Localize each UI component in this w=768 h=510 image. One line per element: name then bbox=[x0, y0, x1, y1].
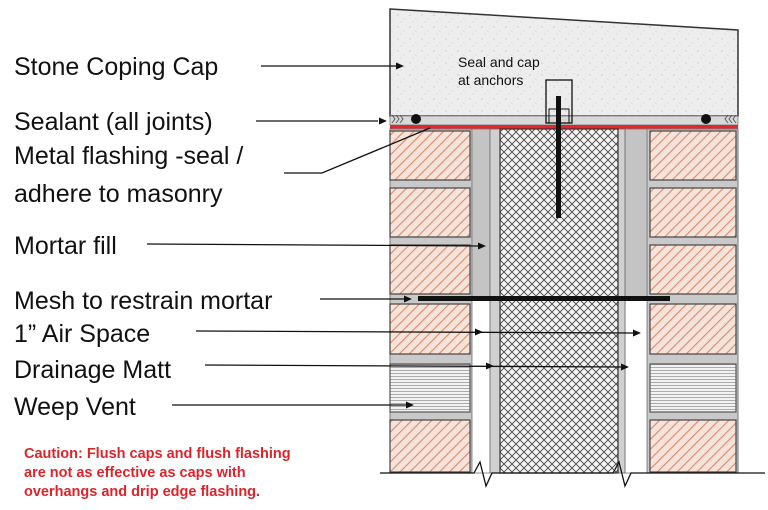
sealant-bead-left bbox=[411, 114, 421, 124]
weep-vent-left bbox=[389, 363, 471, 413]
stone-coping-cap bbox=[389, 8, 739, 117]
air-space-right bbox=[624, 299, 648, 474]
arrow-sealant bbox=[379, 117, 387, 125]
label-flashing-line2: adhere to masonry bbox=[14, 180, 223, 208]
weep-vent-right bbox=[649, 363, 737, 413]
leader-air-space bbox=[195, 330, 635, 334]
metal-flashing bbox=[390, 125, 738, 129]
leader-mortar-fill bbox=[146, 243, 481, 247]
label-mesh: Mesh to restrain mortar bbox=[14, 287, 272, 315]
sealant-chevrons-right bbox=[724, 114, 737, 124]
arrow-stone-coping-cap bbox=[396, 62, 404, 70]
caution-line2: are not as effective as caps with bbox=[24, 465, 246, 481]
arrow-mortar-fill bbox=[478, 242, 486, 250]
air-space-left bbox=[471, 299, 491, 474]
label-sealant: Sealant (all joints) bbox=[14, 108, 213, 136]
caution-line1: Caution: Flush caps and flush flashing bbox=[24, 446, 291, 462]
arrow-drainage-matt-left bbox=[486, 362, 494, 370]
arrow-weep-vent bbox=[406, 401, 414, 409]
sealant-chevrons-left bbox=[391, 114, 404, 124]
arrow-drainage-matt-right bbox=[621, 363, 629, 371]
anchor-seal-box-small bbox=[548, 108, 570, 124]
mortar-fill-right bbox=[624, 128, 648, 298]
callout-line2: at anchors bbox=[458, 72, 523, 88]
arrow-air-space-left bbox=[475, 328, 483, 336]
label-drainage-matt: Drainage Matt bbox=[14, 356, 171, 384]
left-brick-wythe bbox=[389, 128, 473, 474]
sealant-bead-right bbox=[701, 114, 711, 124]
label-mortar-fill: Mortar fill bbox=[14, 232, 117, 260]
label-air-space: 1” Air Space bbox=[14, 320, 150, 348]
caution-line3: overhangs and drip edge flashing. bbox=[24, 484, 260, 500]
sealant-band bbox=[389, 115, 739, 126]
anchor-rod bbox=[556, 96, 561, 218]
leader-metal-flashing bbox=[284, 127, 431, 174]
restraining-mesh bbox=[418, 296, 670, 301]
break-line bbox=[380, 460, 765, 488]
callout-line1: Seal and cap bbox=[458, 54, 540, 70]
leader-drainage-matt bbox=[204, 364, 623, 368]
arrow-air-space-right bbox=[633, 329, 641, 337]
label-stone-coping-cap: Stone Coping Cap bbox=[14, 53, 218, 81]
label-weep-vent: Weep Vent bbox=[14, 393, 136, 421]
label-flashing-line1: Metal flashing -seal / bbox=[14, 142, 243, 170]
mortar-fill-left bbox=[471, 128, 491, 298]
arrow-mesh bbox=[404, 295, 412, 303]
